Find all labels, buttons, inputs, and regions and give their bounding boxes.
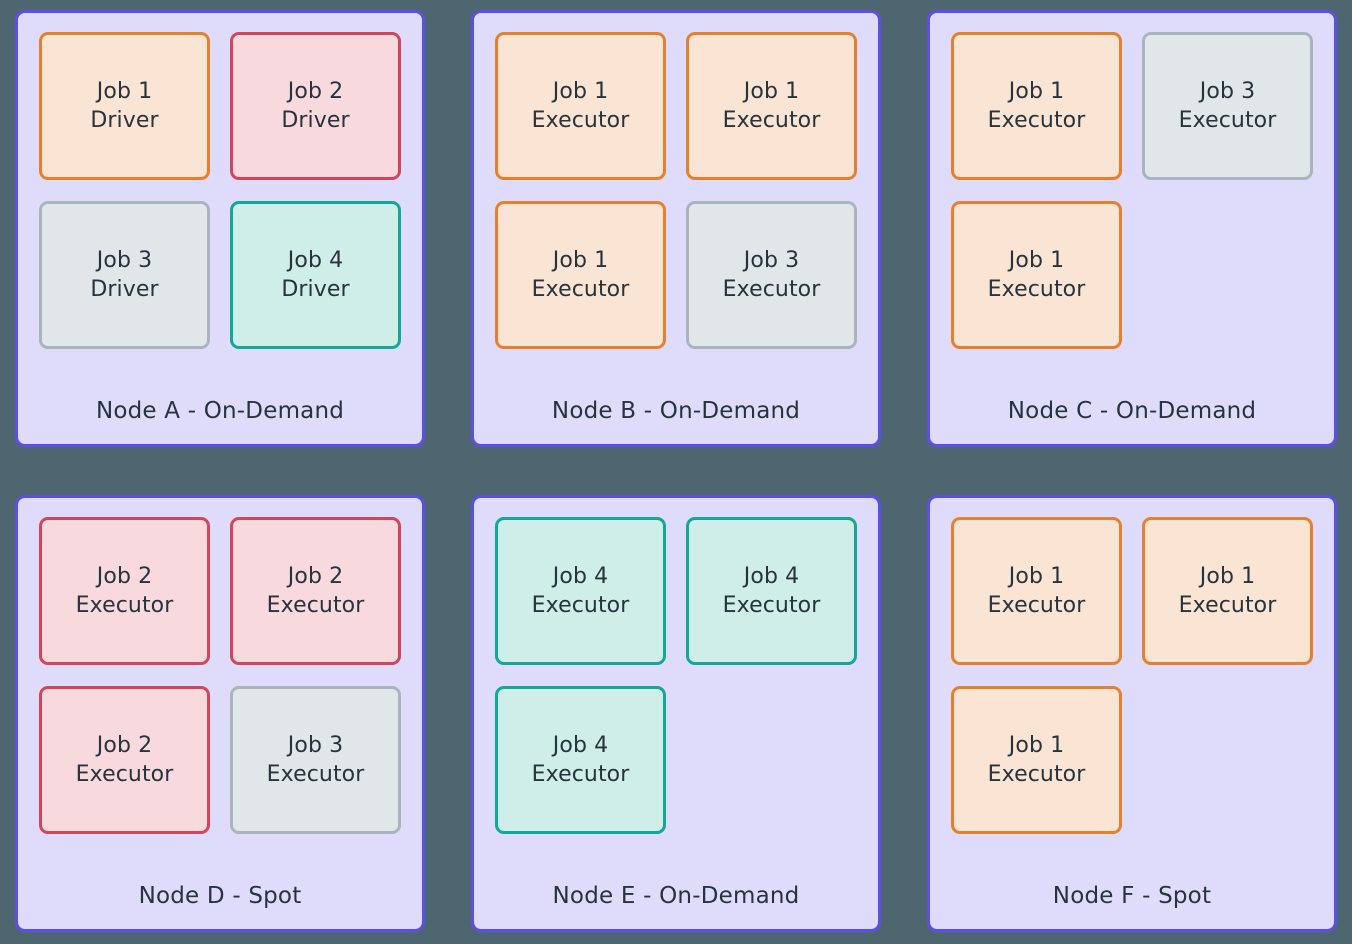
job-name: Job 1	[1008, 563, 1065, 589]
job-slot[interactable]: Job 1 Executor	[1142, 517, 1313, 665]
node-label: Node E - On-Demand	[552, 883, 800, 909]
node-label: Node B - On-Demand	[551, 398, 801, 424]
job-slot[interactable]: Job 3 Executor	[686, 201, 857, 349]
node-label: Node C - On-Demand	[1007, 398, 1257, 424]
job-name: Job 2	[96, 732, 153, 758]
job-role: Driver	[281, 277, 350, 302]
job-name: Job 3	[96, 247, 153, 273]
node-card-node-b[interactable]: Job 1 Executor Job 1 Executor Job 1 Exec…	[471, 10, 881, 447]
job-name: Job 1	[1199, 563, 1256, 589]
job-slot[interactable]: Job 1 Executor	[951, 517, 1122, 665]
empty-slot	[1142, 686, 1313, 834]
job-slot[interactable]: Job 2 Executor	[230, 517, 401, 665]
job-name: Job 3	[1199, 78, 1256, 104]
job-role: Executor	[531, 108, 630, 133]
job-name: Job 4	[552, 563, 609, 589]
node-card-node-f[interactable]: Job 1 Executor Job 1 Executor Job 1 Exec…	[927, 495, 1337, 932]
job-name: Job 4	[287, 247, 344, 273]
node-label: Node A - On-Demand	[95, 398, 345, 424]
node-label: Node F - Spot	[1052, 883, 1212, 909]
job-name: Job 4	[743, 563, 800, 589]
job-role: Executor	[987, 593, 1086, 618]
job-slot[interactable]: Job 2 Executor	[39, 517, 210, 665]
job-slot[interactable]: Job 1 Executor	[951, 686, 1122, 834]
job-slot[interactable]: Job 4 Executor	[495, 686, 666, 834]
job-name: Job 1	[96, 78, 153, 104]
job-name: Job 2	[287, 563, 344, 589]
job-role: Executor	[75, 593, 174, 618]
job-role: Executor	[266, 593, 365, 618]
job-role: Executor	[531, 762, 630, 787]
job-name: Job 1	[743, 78, 800, 104]
job-name: Job 3	[743, 247, 800, 273]
job-slot[interactable]: Job 3 Executor	[230, 686, 401, 834]
job-slot[interactable]: Job 1 Executor	[495, 32, 666, 180]
slot-grid-node-c: Job 1 Executor Job 3 Executor Job 1 Exec…	[951, 32, 1313, 349]
slot-grid-node-f: Job 1 Executor Job 1 Executor Job 1 Exec…	[951, 517, 1313, 834]
job-slot[interactable]: Job 2 Driver	[230, 32, 401, 180]
job-role: Driver	[281, 108, 350, 133]
job-role: Executor	[531, 593, 630, 618]
job-name: Job 3	[287, 732, 344, 758]
job-role: Executor	[266, 762, 365, 787]
job-role: Executor	[987, 762, 1086, 787]
job-slot[interactable]: Job 1 Executor	[951, 201, 1122, 349]
job-role: Executor	[987, 108, 1086, 133]
job-role: Executor	[722, 277, 821, 302]
job-name: Job 1	[1008, 247, 1065, 273]
job-slot[interactable]: Job 1 Driver	[39, 32, 210, 180]
job-name: Job 1	[552, 247, 609, 273]
node-card-node-e[interactable]: Job 4 Executor Job 4 Executor Job 4 Exec…	[471, 495, 881, 932]
job-role: Executor	[1178, 108, 1277, 133]
job-slot[interactable]: Job 3 Executor	[1142, 32, 1313, 180]
job-name: Job 1	[1008, 732, 1065, 758]
job-slot[interactable]: Job 3 Driver	[39, 201, 210, 349]
job-slot[interactable]: Job 1 Executor	[686, 32, 857, 180]
slot-grid-node-e: Job 4 Executor Job 4 Executor Job 4 Exec…	[495, 517, 857, 834]
job-name: Job 2	[287, 78, 344, 104]
job-slot[interactable]: Job 2 Executor	[39, 686, 210, 834]
node-card-node-c[interactable]: Job 1 Executor Job 3 Executor Job 1 Exec…	[927, 10, 1337, 447]
job-role: Executor	[722, 593, 821, 618]
slot-grid-node-d: Job 2 Executor Job 2 Executor Job 2 Exec…	[39, 517, 401, 834]
job-role: Executor	[987, 277, 1086, 302]
job-role: Executor	[1178, 593, 1277, 618]
node-card-node-d[interactable]: Job 2 Executor Job 2 Executor Job 2 Exec…	[15, 495, 425, 932]
node-label: Node D - Spot	[138, 883, 302, 909]
slot-grid-node-b: Job 1 Executor Job 1 Executor Job 1 Exec…	[495, 32, 857, 349]
job-name: Job 1	[1008, 78, 1065, 104]
job-role: Executor	[75, 762, 174, 787]
empty-slot	[1142, 201, 1313, 349]
job-role: Executor	[722, 108, 821, 133]
empty-slot	[686, 686, 857, 834]
job-name: Job 1	[552, 78, 609, 104]
job-slot[interactable]: Job 4 Executor	[686, 517, 857, 665]
job-slot[interactable]: Job 1 Executor	[951, 32, 1122, 180]
job-slot[interactable]: Job 1 Executor	[495, 201, 666, 349]
slot-grid-node-a: Job 1 Driver Job 2 Driver Job 3 Driver J…	[39, 32, 401, 349]
job-slot[interactable]: Job 4 Driver	[230, 201, 401, 349]
job-slot[interactable]: Job 4 Executor	[495, 517, 666, 665]
job-name: Job 2	[96, 563, 153, 589]
node-card-node-a[interactable]: Job 1 Driver Job 2 Driver Job 3 Driver J…	[15, 10, 425, 447]
job-name: Job 4	[552, 732, 609, 758]
job-role: Executor	[531, 277, 630, 302]
job-role: Driver	[90, 108, 159, 133]
job-role: Driver	[90, 277, 159, 302]
